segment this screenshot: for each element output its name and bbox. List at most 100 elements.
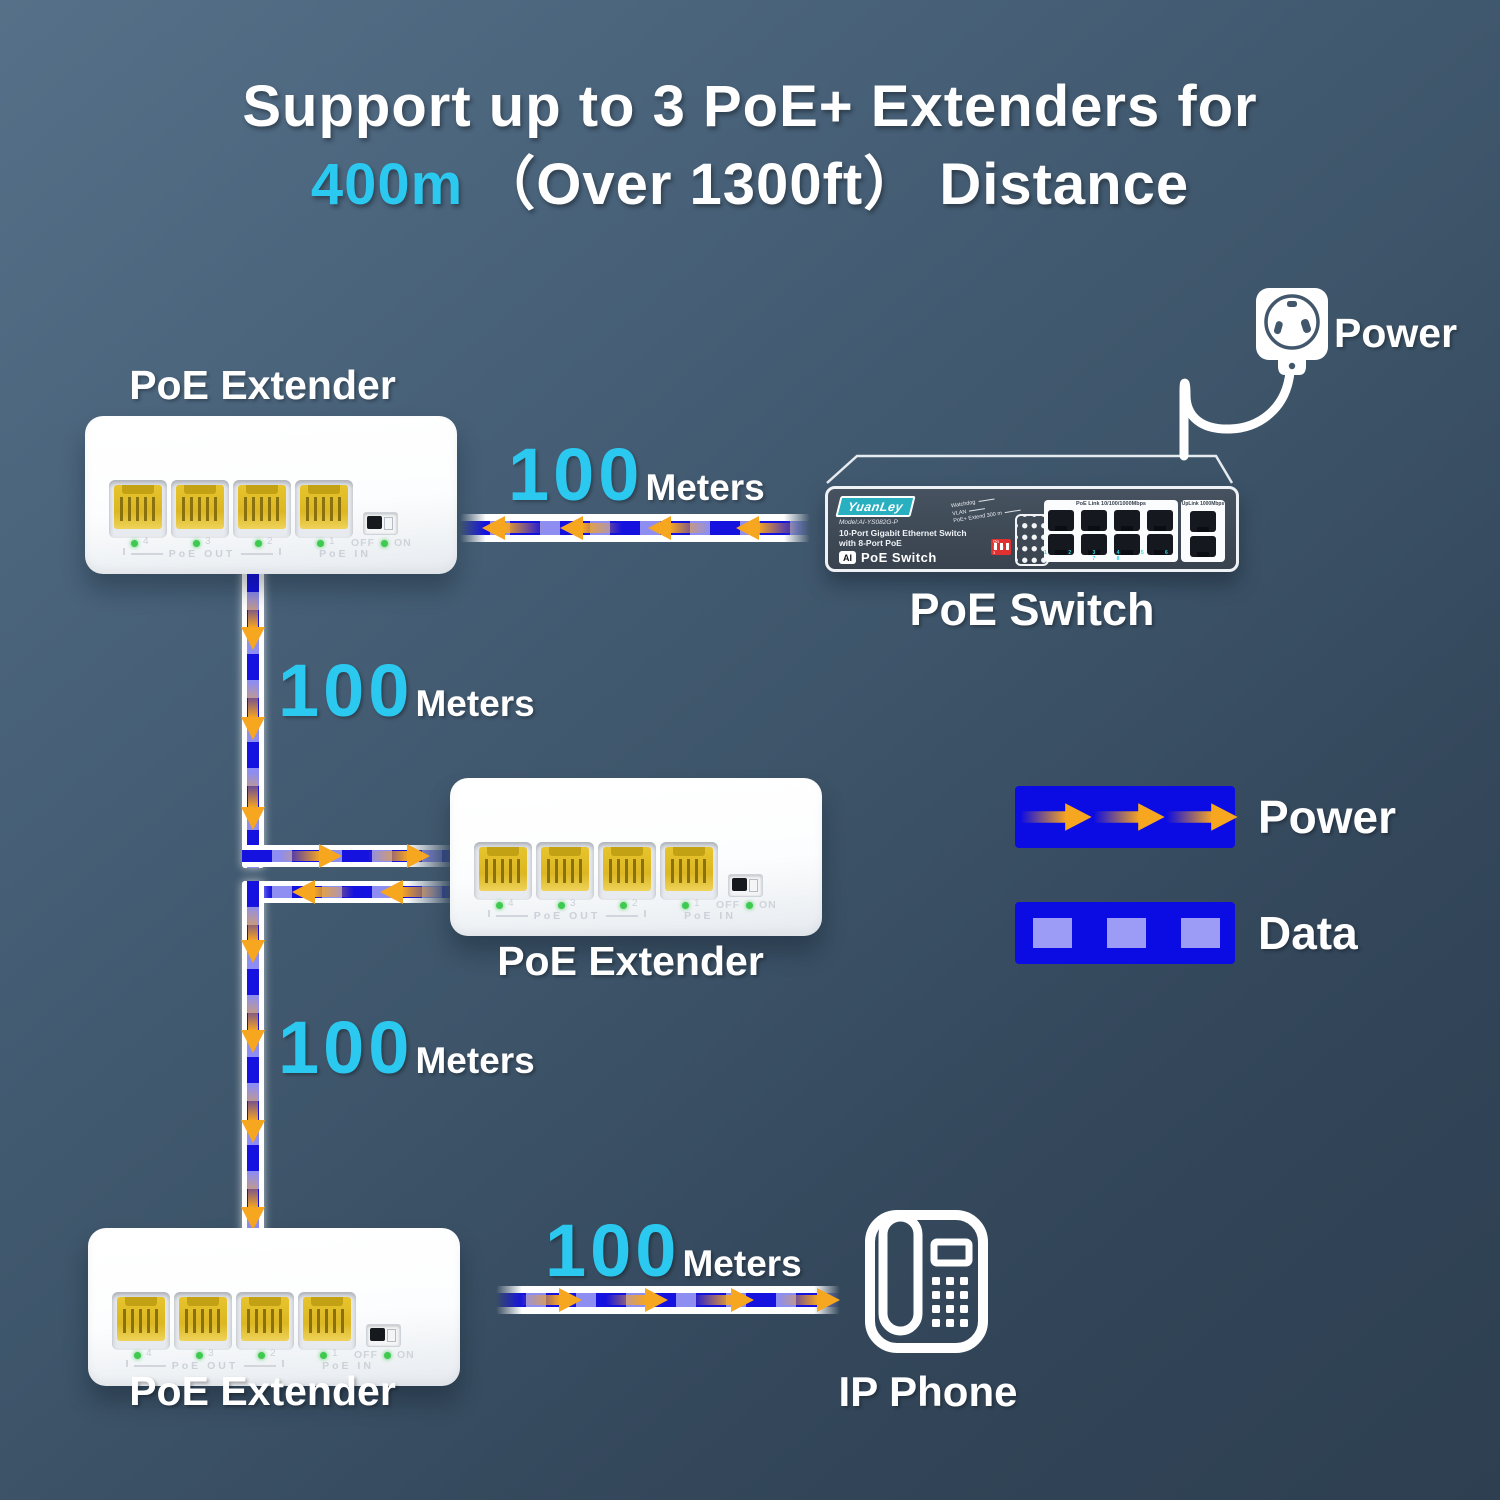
legend-power-bar	[1015, 786, 1238, 848]
power-arrow-icon	[241, 592, 265, 650]
led-indicator	[131, 540, 138, 547]
poe-in-label: PoE IN	[684, 910, 736, 922]
port-number: 1	[694, 898, 700, 909]
title-line1: Support up to 3 PoE+ Extenders for	[242, 74, 1258, 139]
port-number: 2	[270, 1348, 276, 1359]
phone-label: IP Phone	[838, 1368, 1018, 1415]
port-number: 2	[632, 898, 638, 909]
port-number: 1	[329, 536, 335, 547]
power-led	[746, 901, 753, 909]
power-arrow-icon	[241, 682, 265, 740]
poe-out-label: PoE OUT	[488, 910, 647, 922]
power-arrow-icon	[692, 1288, 754, 1312]
power-led	[384, 1351, 391, 1359]
power-arrow-icon	[380, 880, 442, 904]
power-arrow-icon	[292, 880, 354, 904]
rj45-port	[1114, 534, 1140, 555]
rj45-port	[536, 842, 594, 900]
rj45-port	[660, 842, 718, 900]
title-line2: 400m（Over 1300ft） Distance	[0, 150, 1500, 220]
power-led	[381, 539, 388, 547]
led-indicator	[196, 1352, 203, 1359]
led-indicator	[317, 540, 324, 547]
power-arrow-icon	[648, 516, 710, 540]
rj45-port	[109, 480, 167, 538]
brand-logo: YuanLey	[835, 496, 916, 517]
port-number: 3	[570, 898, 576, 909]
rj45-port	[112, 1292, 170, 1350]
rj45-jack	[179, 1297, 227, 1341]
power-arrow-icon	[280, 844, 342, 868]
rj45-port	[1048, 534, 1074, 555]
rj45-jack	[238, 485, 286, 529]
toggle-knob	[370, 1328, 385, 1341]
rj45-port	[1147, 534, 1173, 555]
port-numbers: 1 2 3 4 5 6 7 8	[1044, 550, 1178, 562]
power-arrow-icon	[778, 1288, 840, 1312]
power-outlet-icon	[1256, 288, 1328, 375]
poe-in-label: PoE IN	[319, 548, 371, 560]
power-arrow-icon	[482, 516, 544, 540]
extender1-label: PoE Extender	[129, 362, 396, 408]
rj45-jack	[114, 485, 162, 529]
switch-description: 10-Port Gigabit Ethernet Switch with 8-P…	[839, 528, 967, 548]
dip-switch-labels: Watchdog VLAN PoE+ Extend 300 m	[951, 493, 1022, 526]
uplink-label: UpLink 1000Mbps	[1181, 501, 1225, 507]
poe-switch-device: YuanLey Model:AI-YS082G-P 10-Port Gigabi…	[825, 486, 1239, 572]
port-number: 3	[208, 1348, 214, 1359]
data-dash-icon	[1033, 918, 1072, 948]
cable-data-band	[460, 521, 810, 535]
power-arrow-icon	[241, 1172, 265, 1230]
extender3-label: PoE Extender	[129, 1368, 396, 1414]
poe-out-label: PoE OUT	[126, 1360, 285, 1372]
switch-top-face-outline	[826, 454, 1234, 484]
rj45-port	[1190, 536, 1216, 557]
legend-power-label: Power	[1258, 791, 1397, 843]
power-toggle-switch	[728, 874, 763, 897]
rj45-port	[598, 842, 656, 900]
led-indicator	[320, 1352, 327, 1359]
power-arrow-icon	[606, 1288, 668, 1312]
port-number: 4	[143, 536, 149, 547]
ethernet-cable-to-extender3	[242, 881, 264, 1241]
port-number: 4	[508, 898, 514, 909]
rj45-port	[1190, 511, 1216, 532]
rj45-jack	[300, 485, 348, 529]
title-line2-rest: （Over 1300ft） Distance	[477, 151, 1190, 217]
rj45-port	[1147, 510, 1173, 531]
rj45-jack	[241, 1297, 289, 1341]
power-toggle-switch	[363, 512, 398, 535]
rj45-port	[295, 480, 353, 538]
rj45-jack	[603, 847, 651, 891]
model-number: Model:AI-YS082G-P	[839, 519, 898, 526]
ip-phone-icon	[865, 1210, 988, 1353]
led-indicator	[496, 902, 503, 909]
cable-data-band	[247, 881, 259, 1241]
title-distance-highlight: 400m	[310, 151, 464, 217]
port-number: 4	[146, 1348, 152, 1359]
rj45-port	[236, 1292, 294, 1350]
toggle-knob	[732, 878, 747, 891]
rj45-jack	[665, 847, 713, 891]
poe-ports-label: PoE Link 10/100/1000Mbps	[1075, 501, 1146, 507]
port-number: 1	[332, 1348, 338, 1359]
switch-front-label: PoE Switch	[861, 550, 937, 565]
led-indicator	[134, 1352, 141, 1359]
rj45-jack	[479, 847, 527, 891]
rj45-port	[233, 480, 291, 538]
led-indicator	[620, 902, 627, 909]
toggle-knob	[367, 516, 382, 529]
poe-ports-panel: PoE Link 10/100/1000Mbps 1 2 3 4 5 6 7 8	[1044, 500, 1178, 562]
rj45-port	[171, 480, 229, 538]
rj45-port	[474, 842, 532, 900]
data-dash-icon	[1107, 918, 1146, 948]
title: Support up to 3 PoE+ Extenders for 400m（…	[0, 72, 1500, 219]
power-arrow-icon	[241, 995, 265, 1053]
